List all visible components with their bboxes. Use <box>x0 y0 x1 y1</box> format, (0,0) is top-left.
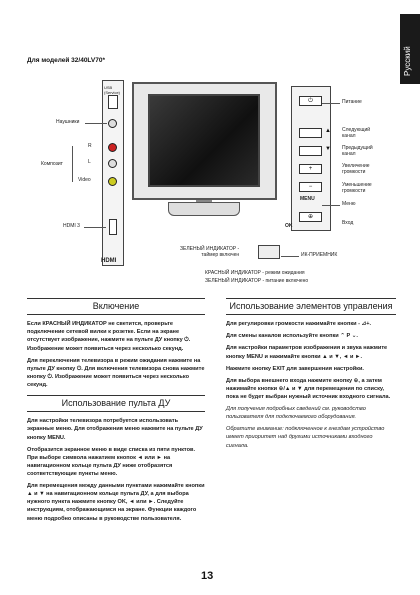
headphones-leader <box>85 123 107 124</box>
next-channel-label: Следующий канал <box>342 127 371 139</box>
channel-down-icon: ▼ <box>325 146 331 152</box>
green-on-label: ЗЕЛЕНЫЙ ИНДИКАТОР - питание включено <box>205 278 309 284</box>
l-label: L <box>88 159 91 165</box>
power-button-icon: ⏻ <box>299 96 322 106</box>
headphone-jack <box>108 119 117 128</box>
hdmi3-label: HDMI 3 <box>63 223 80 229</box>
tv-illustration <box>132 82 277 200</box>
power-label: Питание <box>342 99 362 105</box>
menu-button-label: MENU <box>300 196 315 202</box>
controls-paragraph-4: Нажмите кнопку EXIT для завершения настр… <box>226 365 364 372</box>
channel-up-icon: ▲ <box>325 128 331 134</box>
composite-bracket <box>72 146 73 182</box>
ok-label: OK <box>285 223 293 229</box>
language-tab: Русский <box>400 14 420 84</box>
power-leader <box>322 103 340 104</box>
input-label: Вход <box>342 220 354 226</box>
headphones-label: Наушники <box>56 119 80 125</box>
channel-up-button <box>299 128 322 138</box>
right-column: Использование элементов управления Для р… <box>226 298 396 454</box>
audio-l-jack <box>108 159 117 168</box>
ir-receiver-label: ИК-ПРИЕМНИК <box>301 252 338 258</box>
controls-paragraph-1: Для регулировки громкости нажимайте кноп… <box>226 321 372 328</box>
video-label: Video <box>78 177 91 183</box>
language-tab-label: Русский <box>403 46 412 76</box>
hdmi3-port <box>109 219 117 235</box>
controls-title: Использование элементов управления <box>226 298 396 316</box>
hdmi-logo: HDMI <box>101 258 117 264</box>
side-connector-panel <box>102 80 124 266</box>
controls-paragraph-5: Для выбора внешнего входа нажмите кнопку… <box>226 377 391 401</box>
menu-label: Меню <box>342 201 356 207</box>
ir-leader <box>281 256 299 257</box>
power-on-paragraph-1: Если КРАСНЫЙ ИНДИКАТОР не светится, пров… <box>27 321 191 352</box>
model-heading: Для моделей 32/40LV70* <box>27 57 106 64</box>
hdmi3-leader <box>84 227 106 228</box>
red-standby-label: КРАСНЫЙ ИНДИКАТОР - режим ожидания <box>205 270 305 276</box>
volume-down-button: − <box>299 182 322 192</box>
control-panel <box>291 86 331 231</box>
remote-paragraph-2: Отобразится экранное меню в виде списка … <box>27 446 195 478</box>
input-button-icon: ⊕ <box>299 212 322 222</box>
audio-r-jack <box>108 143 117 152</box>
page-number: 13 <box>201 570 214 582</box>
tv-stand <box>168 202 240 216</box>
menu-leader <box>322 205 340 206</box>
usb-port <box>108 95 118 109</box>
controls-paragraph-3: Для настройки параметров изображения и з… <box>226 345 388 360</box>
ir-sensor-panel <box>258 245 280 259</box>
controls-paragraph-7: Обратите внимание: подключенное к гнезда… <box>226 426 385 449</box>
composite-label: Композит <box>41 161 63 167</box>
tv-screen <box>148 94 260 187</box>
channel-down-button <box>299 146 322 156</box>
prev-channel-label: Предыдущий канал <box>342 145 373 157</box>
volume-down-label: Уменьшение громкости <box>342 182 372 194</box>
green-timer-label: ЗЕЛЕНЫЙ ИНДИКАТОР - таймер включен <box>180 246 240 258</box>
left-column: Включение Если КРАСНЫЙ ИНДИКАТОР не свет… <box>27 298 205 527</box>
volume-up-button: + <box>299 164 322 174</box>
controls-paragraph-2: Для смены каналов используйте кнопки ⌃ P… <box>226 333 358 340</box>
remote-title: Использование пульта ДУ <box>27 395 205 413</box>
usb-label: USB (Service) <box>104 85 121 95</box>
power-on-title: Включение <box>27 298 205 316</box>
remote-paragraph-3: Для перемещения между данными пунктами н… <box>27 483 205 522</box>
video-jack <box>108 177 117 186</box>
power-on-paragraph-2: Для переключения телевизора в режим ожид… <box>27 357 205 389</box>
volume-up-label: Увеличение громкости <box>342 163 370 175</box>
controls-paragraph-6: Для получения подробных сведений см. рук… <box>226 406 366 421</box>
r-label: R <box>88 143 92 149</box>
remote-paragraph-1: Для настройки телевизора потребуется исп… <box>27 418 203 441</box>
